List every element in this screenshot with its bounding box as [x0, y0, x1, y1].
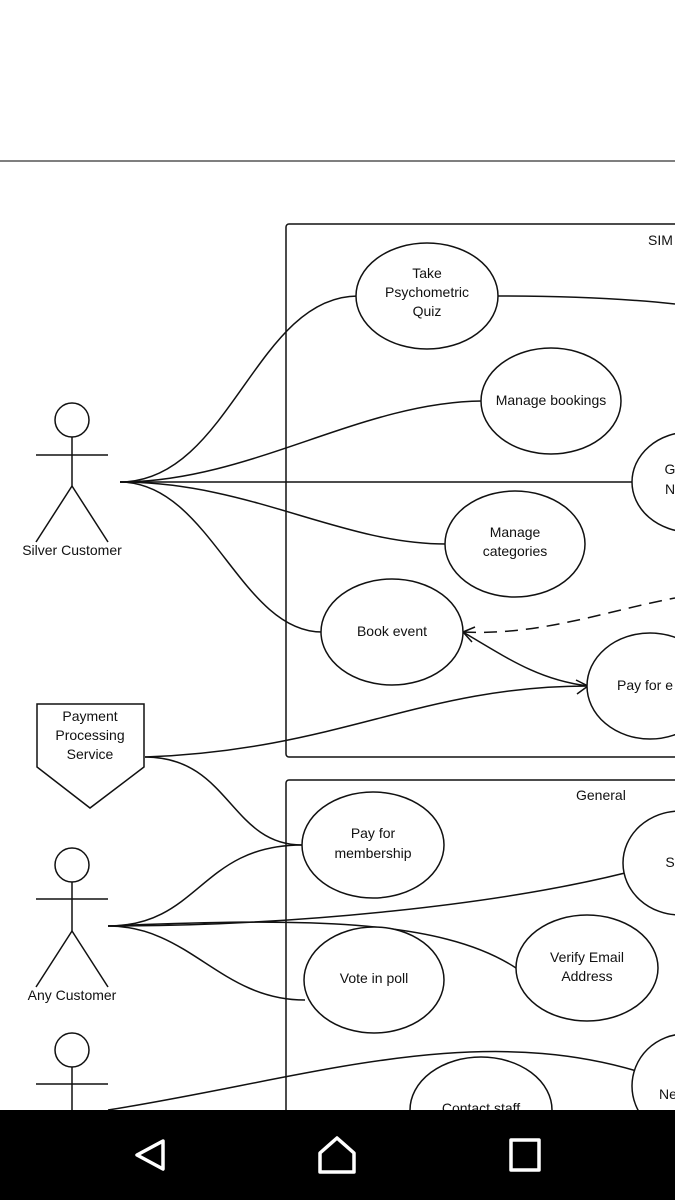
- usecase-pay-membership[interactable]: [301, 791, 445, 899]
- back-icon: [135, 1139, 165, 1171]
- back-button[interactable]: [125, 1135, 175, 1175]
- usecase-manage-categories[interactable]: [444, 490, 586, 598]
- actor-label-any: Any Customer: [28, 987, 117, 1003]
- include-relations: [462, 597, 675, 695]
- assoc-silver-categories: [119, 481, 447, 545]
- recents-button[interactable]: [500, 1135, 550, 1175]
- assoc-payment-payevent: [144, 685, 589, 758]
- assoc-book-payevent: [462, 631, 589, 687]
- payment-label-3: Service: [67, 746, 114, 762]
- usecase-book-event[interactable]: [320, 578, 464, 686]
- actor-any-head: [54, 847, 90, 883]
- label-contact-staff: Contact staff: [442, 1100, 520, 1110]
- label-quiz-3: Quiz: [413, 303, 442, 319]
- label-g-1: G: [665, 461, 675, 477]
- use-case-diagram: SIM General: [0, 160, 675, 1110]
- dashed-extend-book: [462, 597, 675, 634]
- assoc-any-membership: [107, 844, 303, 927]
- payment-label-1: Payment: [62, 708, 117, 724]
- home-icon: [318, 1136, 356, 1174]
- arrow-head-payevent: [575, 679, 590, 695]
- usecase-ne-partial[interactable]: [631, 1034, 675, 1110]
- actor-third-head: [54, 1032, 90, 1068]
- usecase-quiz[interactable]: [355, 242, 499, 350]
- use-case-shapes: [301, 242, 675, 1110]
- assoc-payment-membership: [144, 756, 303, 846]
- assoc-silver-book: [119, 481, 323, 633]
- silver-associations: [119, 295, 675, 633]
- arrow-head-book: [462, 626, 476, 643]
- actor-silver-head: [54, 402, 90, 438]
- assoc-quiz-right: [496, 295, 675, 305]
- actor-label-silver: Silver Customer: [22, 542, 122, 558]
- label-membership-1: Pay for: [351, 825, 396, 841]
- system-navigation-bar: [0, 1110, 675, 1200]
- label-manage-bookings: Manage bookings: [496, 392, 607, 408]
- payment-label-2: Processing: [55, 727, 124, 743]
- assoc-third-ne: [107, 1050, 641, 1110]
- home-button[interactable]: [312, 1135, 362, 1175]
- label-g-2: N: [665, 481, 675, 497]
- assoc-any-vote: [107, 925, 306, 1001]
- system-label-top: SIM: [648, 232, 673, 248]
- label-s: S: [665, 854, 674, 870]
- actor-payment-service: [36, 703, 145, 809]
- assoc-silver-bookings: [119, 400, 483, 483]
- label-categories-1: Manage: [490, 524, 541, 540]
- assoc-any-verify: [107, 921, 517, 969]
- label-verify-1: Verify Email: [550, 949, 624, 965]
- system-boundary-general: [285, 779, 675, 1110]
- label-verify-2: Address: [561, 968, 612, 984]
- label-pay-event: Pay for e: [617, 677, 673, 693]
- label-ne: Ne: [659, 1086, 675, 1102]
- usecase-g-partial[interactable]: [631, 432, 675, 532]
- other-associations: [107, 685, 641, 1110]
- assoc-any-s: [107, 872, 626, 927]
- usecase-verify-email[interactable]: [515, 914, 659, 1022]
- system-boundary-top: [285, 223, 675, 758]
- usecase-pay-event[interactable]: [586, 632, 675, 740]
- label-quiz-1: Take: [412, 265, 442, 281]
- actor-any-customer: [35, 847, 109, 988]
- actor-silver-customer: [35, 402, 109, 543]
- label-book-event: Book event: [357, 623, 427, 639]
- usecase-s-partial[interactable]: [622, 810, 675, 916]
- label-membership-2: membership: [334, 845, 411, 861]
- usecase-manage-bookings[interactable]: [480, 347, 622, 455]
- usecase-vote-poll[interactable]: [303, 926, 445, 1034]
- usecase-contact-staff[interactable]: [409, 1056, 553, 1110]
- actor-third: [36, 1032, 108, 1110]
- assoc-silver-quiz: [119, 295, 359, 483]
- label-vote-poll: Vote in poll: [340, 970, 409, 986]
- recents-icon: [509, 1138, 541, 1172]
- label-categories-2: categories: [483, 543, 548, 559]
- label-quiz-2: Psychometric: [385, 284, 469, 300]
- system-label-general: General: [576, 787, 626, 803]
